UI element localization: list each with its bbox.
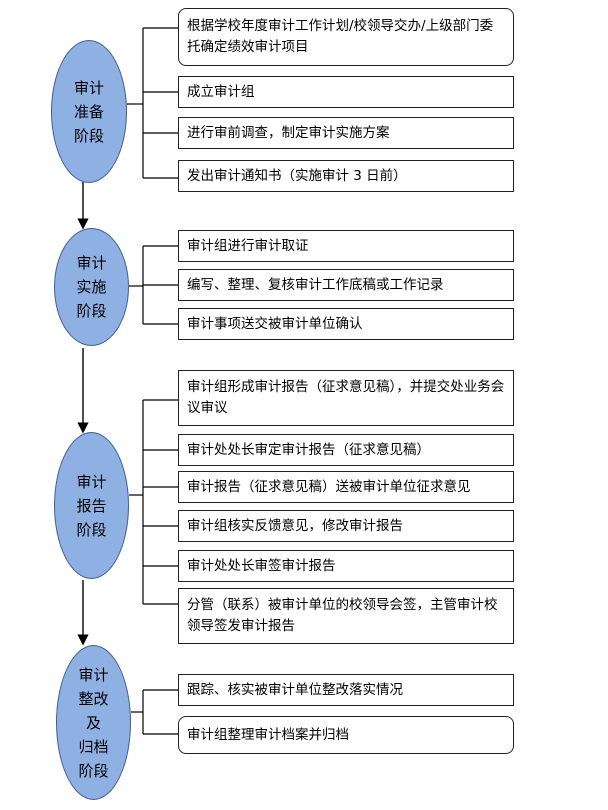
stage-label-line: 及 [85, 713, 101, 732]
step-box: 成立审计组 [178, 76, 514, 108]
stage-label-line: 整改 [78, 689, 109, 708]
step-box: 编写、整理、复核审计工作底稿或工作记录 [178, 269, 514, 301]
step-box: 跟踪、核实被审计单位整改落实情况 [178, 674, 514, 706]
step-text: 审计组整理审计档案并归档 [187, 726, 349, 743]
step-box: 进行审前调查，制定审计实施方案 [178, 117, 514, 149]
stage-label-line: 报告 [76, 496, 107, 515]
stage-label-line: 审计 [76, 254, 107, 272]
stage-label-line: 实施 [76, 278, 107, 296]
step-box: 审计组整理审计档案并归档 [178, 716, 514, 754]
stage-label-line: 阶段 [76, 302, 107, 320]
step-text: 发出审计通知书（实施审计 3 日前） [187, 167, 407, 184]
step-box: 审计报告（征求意见稿）送被审计单位征求意见 [178, 471, 514, 503]
step-text: 审计处处长审定审计报告（征求意见稿） [187, 441, 430, 458]
step-text: 审计事项送交被审计单位确认 [187, 315, 363, 332]
stage-3-ellipse: 审计 报告 阶段 [54, 432, 129, 579]
step-text: 审计组核实反馈意见，修改审计报告 [187, 517, 403, 534]
stage-label-line: 归档 [78, 737, 109, 756]
stage-2-ellipse: 审计 实施 阶段 [54, 228, 129, 346]
step-text: 审计报告（征求意见稿）送被审计单位征求意见 [187, 478, 471, 495]
step-text: 跟踪、核实被审计单位整改落实情况 [187, 681, 403, 698]
stage-label-line: 准备 [73, 102, 104, 121]
stage-label-line: 审计 [73, 78, 104, 97]
stage-4-ellipse: 审计 整改 及 归档 阶段 [56, 645, 131, 800]
step-text: 根据学校年度审计工作计划/校领导交办/上级部门委托确定绩效审计项目 [187, 18, 494, 55]
stage-label-line: 审计 [78, 665, 109, 684]
step-box: 审计处处长审签审计报告 [178, 550, 514, 582]
step-text: 审计处处长审签审计报告 [187, 557, 336, 574]
step-text: 审计组进行审计取证 [187, 237, 309, 254]
step-box: 发出审计通知书（实施审计 3 日前） [178, 160, 514, 192]
step-box: 审计处处长审定审计报告（征求意见稿） [178, 434, 514, 466]
step-box: 审计事项送交被审计单位确认 [178, 308, 514, 340]
step-text: 成立审计组 [187, 83, 255, 100]
step-text: 审计组形成审计报告（征求意见稿），并提交处业务会议审议 [187, 379, 505, 416]
step-text: 进行审前调查，制定审计实施方案 [187, 124, 390, 141]
step-box: 审计组进行审计取证 [178, 230, 514, 262]
stage-label-line: 审计 [76, 472, 107, 491]
step-box: 分管（联系）被审计单位的校领导会签，主管审计校领导签发审计报告 [178, 588, 514, 644]
stage-label-line: 阶段 [73, 126, 104, 145]
step-text: 分管（联系）被审计单位的校领导会签，主管审计校领导签发审计报告 [187, 597, 498, 634]
step-box: 审计组形成审计报告（征求意见稿），并提交处业务会议审议 [178, 370, 514, 426]
step-text: 编写、整理、复核审计工作底稿或工作记录 [187, 276, 444, 293]
step-box: 根据学校年度审计工作计划/校领导交办/上级部门委托确定绩效审计项目 [178, 8, 514, 66]
step-box: 审计组核实反馈意见，修改审计报告 [178, 510, 514, 542]
stage-label-line: 阶段 [76, 520, 107, 539]
stage-label-line: 阶段 [78, 761, 109, 780]
stage-1-ellipse: 审计 准备 阶段 [51, 40, 127, 183]
